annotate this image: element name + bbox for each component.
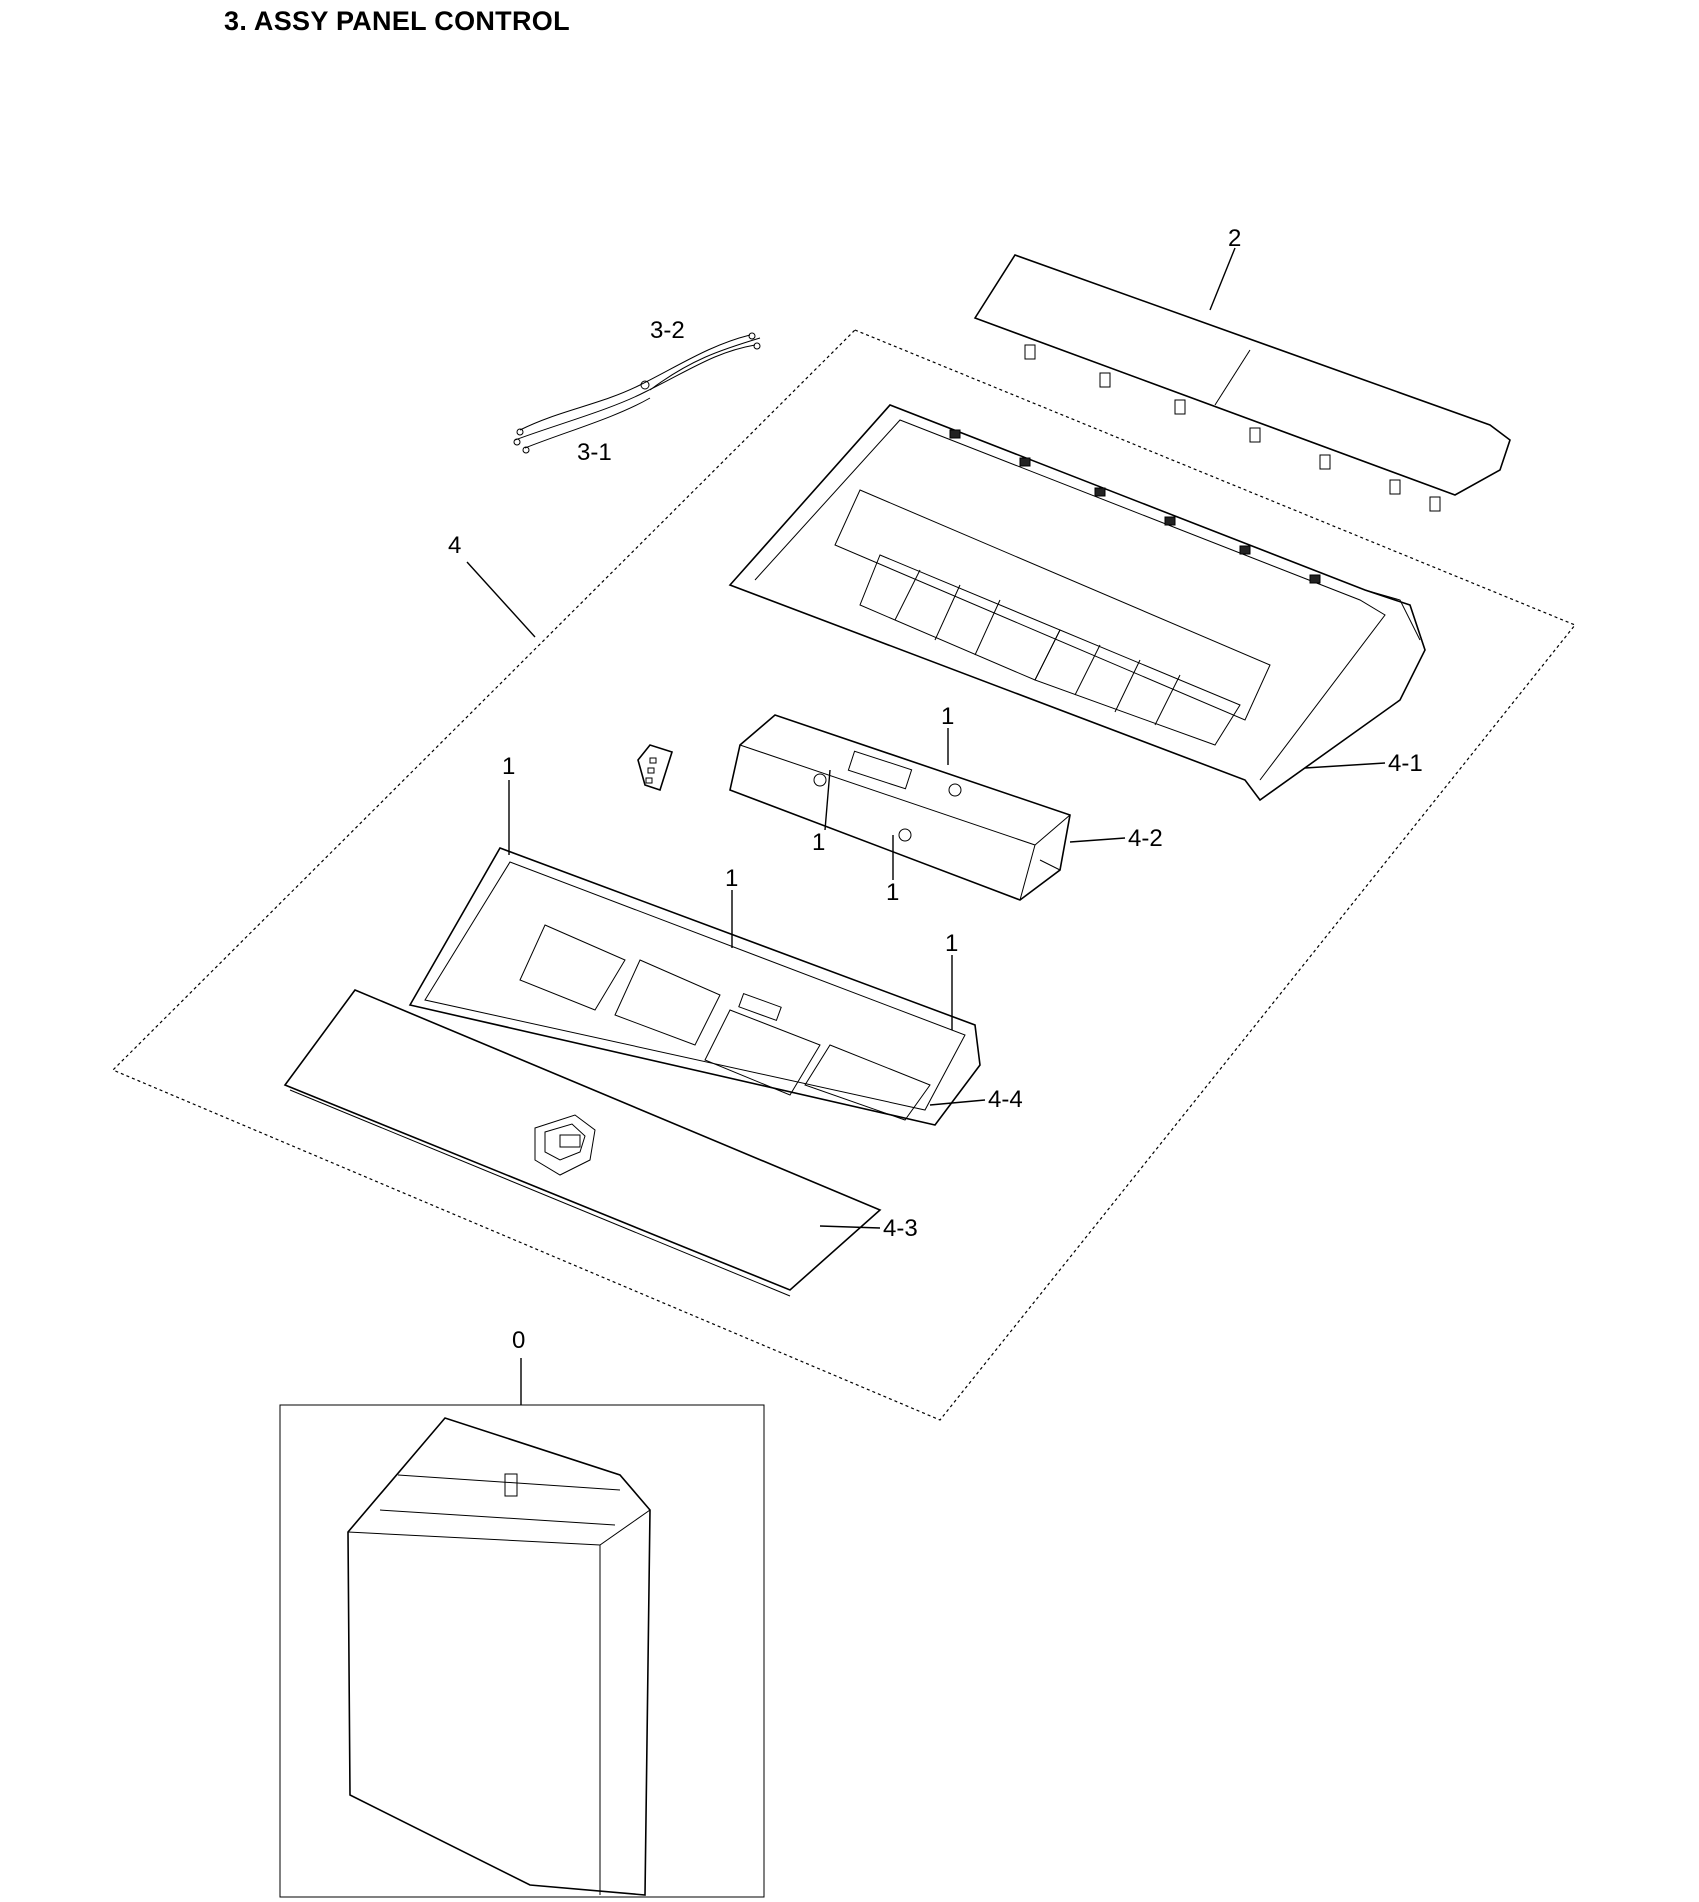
callout-1-frame-mid: 1 [725,865,738,892]
callout-1-frame-right: 1 [945,930,958,957]
part-4-3-front-cover [283,989,882,1297]
callout-1-pcb-top: 1 [941,703,954,730]
part-4-2-pcb-box [729,714,1071,901]
callout-3-1: 3-1 [577,439,612,466]
callout-0: 0 [512,1327,525,1354]
callout-4-2: 4-2 [1128,825,1163,852]
callout-1-pcb-bottom: 1 [886,879,899,906]
assembly-4-boundary [111,329,1576,1421]
callout-3-2: 3-2 [650,317,685,344]
callout-4-3: 4-3 [883,1215,918,1242]
page-title: 3. ASSY PANEL CONTROL [224,6,570,36]
part-4-1-panel-housing [728,404,1426,802]
connector-part [637,744,674,792]
callout-2: 2 [1228,225,1241,252]
part-4-4-main-frame [408,847,981,1126]
leader-lines [466,247,1386,1405]
callout-4-1: 4-1 [1388,750,1423,777]
part-2-top-cover [973,254,1511,512]
part-3-wire-harness [513,332,761,454]
callout-1-pcb-left: 1 [812,829,825,856]
callout-4-4: 4-4 [988,1086,1023,1113]
callout-4: 4 [448,532,461,559]
part-0-complete-unit [279,1404,765,1898]
callout-1-left: 1 [502,753,515,780]
